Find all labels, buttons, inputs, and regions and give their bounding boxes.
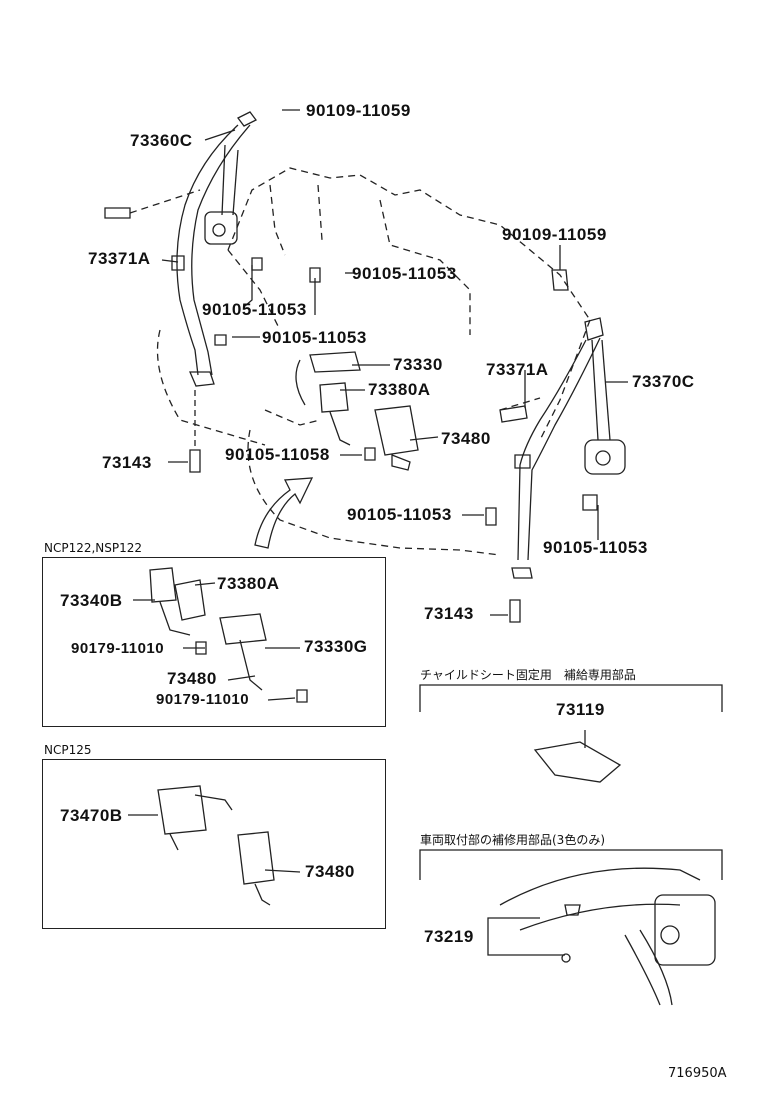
child-seat-frame xyxy=(419,684,723,712)
label-ncp122-belt-g: 73330G xyxy=(304,637,368,656)
label-clip-left: 73371A xyxy=(88,249,151,268)
repair-caption: 車両取付部の補修用部品(3色のみ) xyxy=(420,833,605,847)
child-seat-bracket xyxy=(533,741,622,783)
label-buckle-center: 73380A xyxy=(368,380,431,399)
label-bolt-right-low: 90105-11053 xyxy=(543,538,648,557)
ncp125-box xyxy=(42,759,386,929)
label-bolt-left-mid: 90105-11053 xyxy=(202,300,307,319)
label-anchor-right: 73143 xyxy=(424,604,474,623)
center-seat-belt-drawing xyxy=(295,267,419,471)
label-belt-left: 73360C xyxy=(130,131,193,150)
label-bolt-left-low: 90105-11053 xyxy=(262,328,367,347)
label-anchor-left: 73143 xyxy=(102,453,152,472)
label-bolt-right-mid: 90105-11053 xyxy=(347,505,452,524)
right-seat-belt-drawing xyxy=(485,269,626,623)
front-arrow xyxy=(254,477,314,549)
label-ncp122-buckle-b: 73480 xyxy=(167,669,217,688)
repair-frame xyxy=(419,849,723,880)
label-bolt-top: 90109-11059 xyxy=(306,101,411,120)
label-ncp125-belt: 73470B xyxy=(60,806,123,825)
ncp125-caption: NCP125 xyxy=(44,743,92,757)
ncp122-caption: NCP122,NSP122 xyxy=(44,541,143,555)
label-bolt-center: 90105-11053 xyxy=(352,264,457,283)
repair-part-drawing xyxy=(499,867,716,1006)
label-ncp122-buckle-a: 73380A xyxy=(217,574,280,593)
label-buckle-center-right: 73480 xyxy=(441,429,491,448)
label-ncp122-belt: 73340B xyxy=(60,591,123,610)
label-child-seat-part: 73119 xyxy=(556,700,605,719)
label-belt-right: 73370C xyxy=(632,372,695,391)
ncp125-parts-drawing xyxy=(157,785,275,906)
left-seat-belt-drawing xyxy=(104,111,263,473)
label-ncp125-buckle: 73480 xyxy=(305,862,355,881)
label-bolt-right-top: 90109-11059 xyxy=(502,225,607,244)
label-belt-center: 73330 xyxy=(393,355,443,374)
label-repair-part: 73219 xyxy=(424,927,474,946)
child-seat-caption: チャイルドシート固定用 補給専用部品 xyxy=(420,668,636,682)
figure-id: 716950A xyxy=(668,1066,727,1081)
rear-seat-outline xyxy=(129,167,591,556)
label-bolt-center-low: 90105-11058 xyxy=(225,445,330,464)
label-ncp122-bolt-a: 90179-11010 xyxy=(71,640,165,657)
label-ncp122-bolt-b: 90179-11010 xyxy=(156,691,250,708)
ncp122-box xyxy=(42,557,386,727)
ncp122-parts-drawing xyxy=(149,567,308,703)
label-clip-right: 73371A xyxy=(486,360,549,379)
